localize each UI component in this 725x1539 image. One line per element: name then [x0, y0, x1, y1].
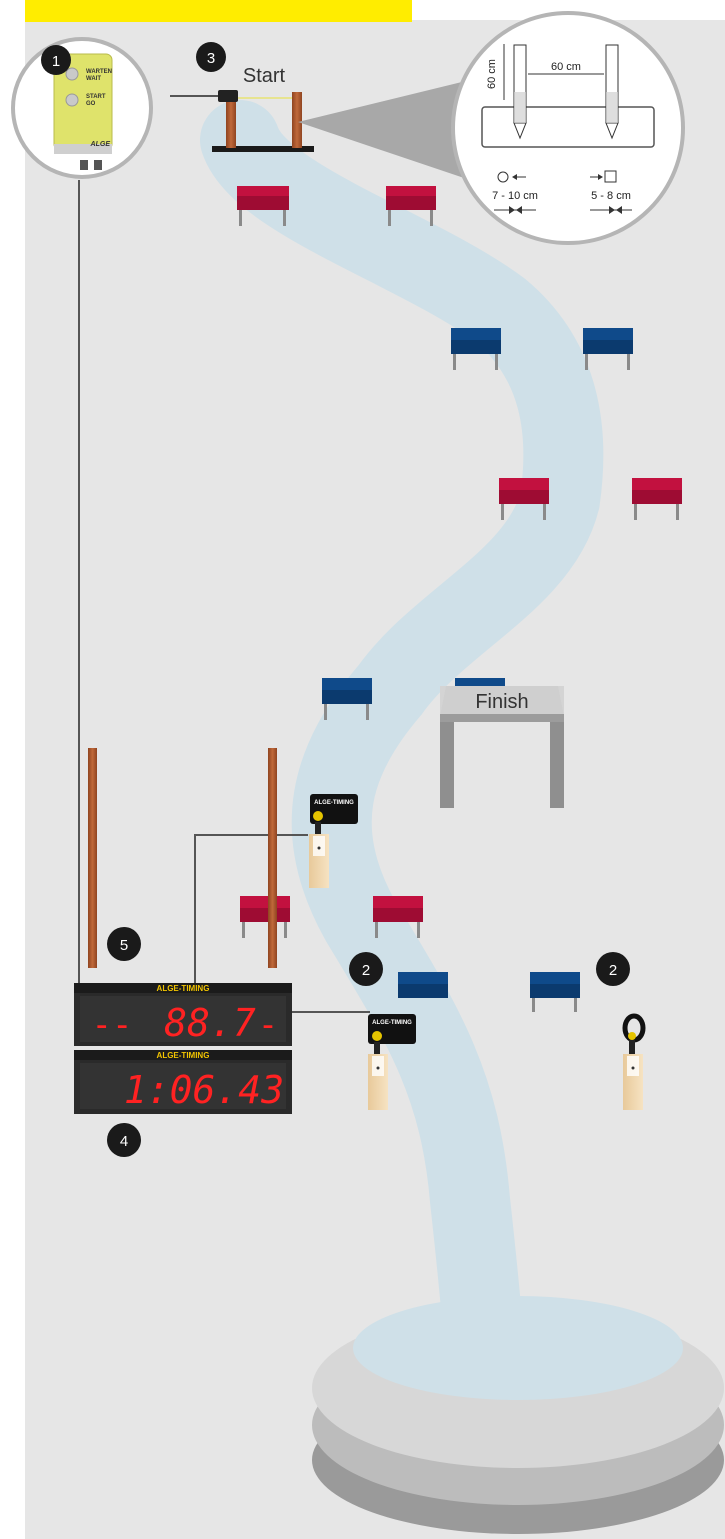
start-box-brand: ALGE — [90, 141, 111, 148]
display-top-brand: ALGE-TIMING — [157, 984, 210, 993]
display-top-value: 88.7 — [164, 1001, 256, 1045]
display-post-left — [88, 748, 97, 968]
callout-1: 1 — [41, 45, 71, 75]
start-label: Start — [243, 65, 286, 87]
start-box-line3: START — [86, 94, 106, 100]
header-banner — [25, 0, 412, 22]
start-box-magnifier — [13, 39, 151, 177]
start-box-line1: WARTEN — [86, 69, 112, 75]
callout-number: 1 — [52, 53, 60, 70]
display-top-right: - — [258, 1005, 278, 1045]
finish-label: Finish — [475, 691, 528, 713]
callout-5: 5 — [107, 927, 141, 961]
callout-number: 3 — [207, 50, 215, 67]
start-box-line4: GO — [86, 101, 96, 107]
start-photocell-icon — [218, 90, 238, 102]
photocell-brand: ALGE-TIMING — [372, 1020, 412, 1026]
start-box-line2: WAIT — [86, 76, 101, 82]
display-bottom-value: 1:06.43 — [124, 1068, 284, 1112]
display-top-left: -- — [92, 1005, 133, 1045]
gate-blue — [398, 972, 448, 998]
callout-2-right: 2 — [596, 952, 630, 986]
callout-3: 3 — [196, 42, 226, 72]
detail-square-label: 5 - 8 cm — [591, 190, 631, 202]
callout-number: 5 — [120, 937, 128, 954]
detail-width-label: 60 cm — [551, 61, 581, 73]
photocell-brand: ALGE-TIMING — [314, 800, 354, 806]
callout-4: 4 — [107, 1123, 141, 1157]
callout-number: 2 — [609, 962, 617, 979]
display-post-right — [268, 748, 277, 968]
display-bottom-brand: ALGE-TIMING — [157, 1051, 210, 1060]
callout-number: 2 — [362, 962, 370, 979]
finish-bowl — [312, 1296, 724, 1534]
callout-number: 4 — [120, 1133, 128, 1150]
callout-2-left: 2 — [349, 952, 383, 986]
detail-height-label: 60 cm — [486, 59, 498, 89]
detail-circle-label: 7 - 10 cm — [492, 190, 538, 202]
